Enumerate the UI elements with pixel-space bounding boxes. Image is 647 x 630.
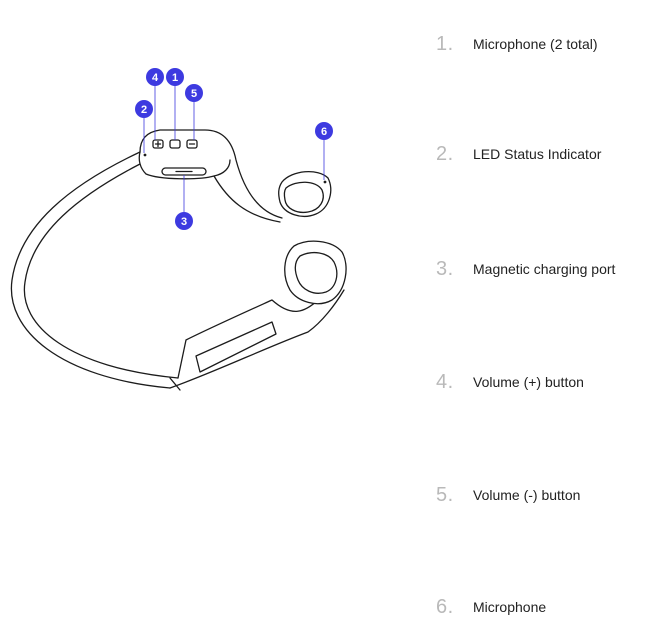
svg-text:3: 3 bbox=[181, 216, 187, 228]
svg-text:6: 6 bbox=[321, 126, 327, 138]
lower-arm-outer bbox=[169, 289, 345, 389]
earpiece-front bbox=[284, 240, 347, 305]
callout-badge-2: 2 bbox=[135, 100, 153, 118]
control-module bbox=[138, 151, 231, 180]
legend-number: 3. bbox=[436, 257, 454, 280]
legend-number: 4. bbox=[436, 370, 454, 393]
svg-text:1: 1 bbox=[172, 72, 178, 84]
earpiece-front-pad bbox=[294, 251, 338, 294]
legend-item-5: 5. Volume (-) button bbox=[436, 483, 580, 507]
legend-number: 2. bbox=[436, 142, 454, 165]
callout-badge-5: 5 bbox=[185, 84, 203, 102]
callout-badge-6: 6 bbox=[315, 122, 333, 140]
legend-item-2: 2. LED Status Indicator bbox=[436, 142, 601, 166]
earpiece-rear bbox=[278, 171, 332, 217]
legend-number: 5. bbox=[436, 483, 454, 506]
rear-microphone-hole bbox=[323, 180, 327, 184]
legend-label: Volume (+) button bbox=[473, 374, 584, 390]
legend-number: 6. bbox=[436, 595, 454, 618]
legend-label: Magnetic charging port bbox=[473, 261, 616, 277]
microphone-port bbox=[169, 139, 181, 149]
legend-item-1: 1. Microphone (2 total) bbox=[436, 32, 598, 56]
legend-item-6: 6. Microphone bbox=[436, 595, 546, 619]
legend-number: 1. bbox=[436, 32, 454, 55]
svg-text:4: 4 bbox=[152, 72, 159, 84]
neckband-inner bbox=[23, 163, 179, 379]
upper-arm bbox=[139, 129, 283, 219]
neckband-outer bbox=[10, 151, 171, 389]
legend-item-3: 3. Magnetic charging port bbox=[436, 257, 615, 281]
lower-arm-inner bbox=[177, 299, 319, 379]
legend-label: Microphone bbox=[473, 599, 547, 615]
volume-up-button bbox=[152, 139, 164, 149]
callout-badge-3: 3 bbox=[175, 212, 193, 230]
earpiece-rear-pad bbox=[283, 181, 324, 214]
headphones-diagram: 1 2 3 4 5 6 bbox=[10, 68, 347, 391]
upper-arm-lower-edge bbox=[213, 175, 281, 223]
svg-text:2: 2 bbox=[141, 104, 147, 116]
callout-badge-1: 1 bbox=[166, 68, 184, 86]
legend-label: LED Status Indicator bbox=[473, 146, 602, 162]
lower-arm-grip bbox=[195, 321, 277, 373]
legend-label: Microphone (2 total) bbox=[473, 36, 598, 52]
volume-down-button bbox=[186, 139, 198, 149]
legend-item-4: 4. Volume (+) button bbox=[436, 370, 584, 394]
svg-text:5: 5 bbox=[191, 88, 197, 100]
led-indicator bbox=[143, 153, 147, 157]
neckband-seam bbox=[169, 377, 181, 391]
legend-label: Volume (-) button bbox=[473, 487, 581, 503]
parts-legend: 1. Microphone (2 total) 2. LED Status In… bbox=[436, 0, 647, 630]
callout-badge-4: 4 bbox=[146, 68, 164, 86]
